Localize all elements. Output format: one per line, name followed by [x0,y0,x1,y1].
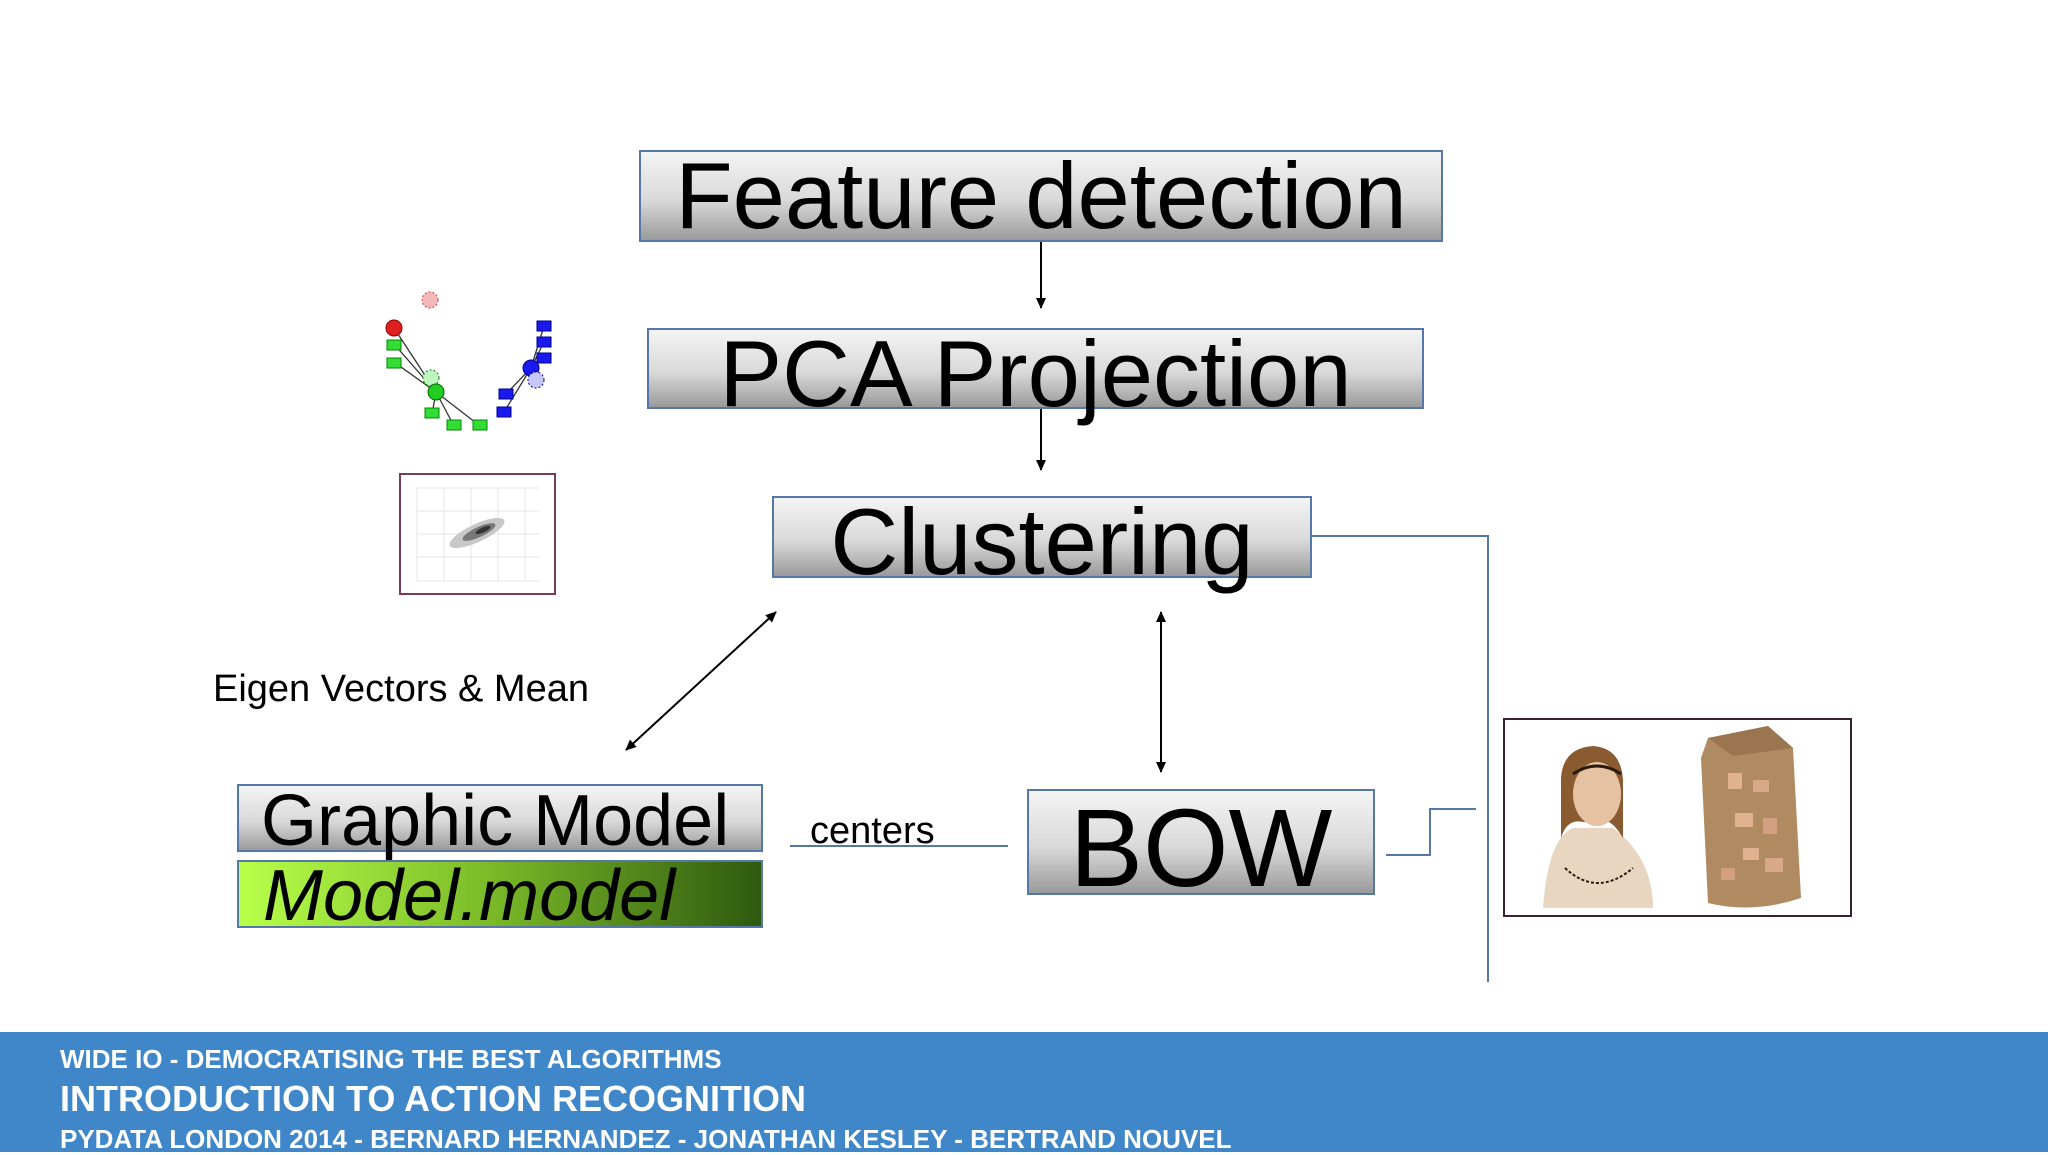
graph-model-icon [385,291,552,431]
clustering-node: Clustering [772,489,1312,594]
footer-credits: PYDATA LONDON 2014 - BERNARD HERNANDEZ -… [60,1124,1232,1154]
footer-banner: WIDE IO - DEMOCRATISING THE BEST ALGORIT… [0,1032,2048,1154]
feature-detection-label: Feature detection [675,143,1407,248]
footer-talk-title: INTRODUCTION TO ACTION RECOGNITION [60,1078,806,1119]
pca-projection-label: PCA Projection [719,320,1352,426]
clustering-label: Clustering [830,489,1254,594]
clustering-bracket-line [1312,535,1489,982]
footer-tagline: WIDE IO - DEMOCRATISING THE BEST ALGORIT… [60,1044,722,1074]
graphic-model-node: Graphic Model [237,781,763,861]
bow-illustration-image [1503,718,1852,917]
model-file-label: Model.model [263,856,676,936]
arrow-clustering-graphic-model [625,611,777,751]
eigen-vectors-label: Eigen Vectors & Mean [213,668,589,710]
pca-projection-node: PCA Projection [647,321,1424,426]
feature-detection-node: Feature detection [639,143,1443,248]
bow-node: BOW [1027,787,1375,910]
graphic-model-label: Graphic Model [261,781,730,861]
centers-label: centers [810,810,935,852]
bow-step-line [1386,808,1476,856]
model-file-node: Model.model [237,856,763,936]
pca-scatter-thumbnail [399,473,556,595]
bow-label: BOW [1069,786,1333,910]
